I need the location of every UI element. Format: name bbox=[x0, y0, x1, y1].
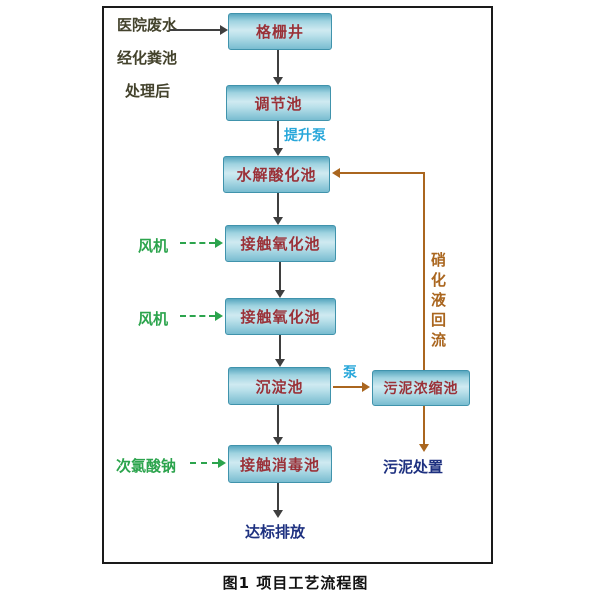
nitrification-reflux-label: 硝化液回流 bbox=[429, 252, 447, 352]
arrow-oxidation1-to-oxidation2 bbox=[275, 262, 285, 298]
arrow-regulating-to-hydrolysis bbox=[273, 121, 283, 156]
node-contact-oxidation-tank-1: 接触氧化池 bbox=[225, 225, 336, 262]
sodium-hypochlorite-dashed-arrow bbox=[190, 458, 226, 468]
node-hydrolysis-acidification-tank-label: 水解酸化池 bbox=[236, 166, 317, 184]
node-grid-well: 格栅井 bbox=[228, 13, 332, 50]
arrow-sedimentation-to-disinfection bbox=[273, 405, 283, 445]
arrow-hydrolysis-to-oxidation1 bbox=[273, 193, 283, 225]
arrow-sedimentation-to-thickening bbox=[333, 382, 370, 392]
node-sludge-thickening-tank: 污泥浓缩池 bbox=[372, 370, 470, 406]
source-text-line1: 医院废水 bbox=[117, 16, 178, 34]
source-text-line3: 处理后 bbox=[125, 82, 171, 100]
standard-discharge-label: 达标排放 bbox=[245, 523, 306, 541]
node-sludge-thickening-tank-label: 污泥浓缩池 bbox=[383, 381, 459, 397]
arrow-disinfection-to-discharge bbox=[273, 483, 283, 518]
node-hydrolysis-acidification-tank: 水解酸化池 bbox=[223, 156, 330, 193]
node-sedimentation-tank-label: 沉淀池 bbox=[255, 377, 304, 396]
reflux-line-vertical bbox=[423, 172, 425, 370]
node-contact-disinfection-tank-label: 接触消毒池 bbox=[239, 455, 320, 474]
arrow-source-to-grid-well bbox=[170, 25, 228, 35]
reflux-line-horizontal-arrow bbox=[332, 168, 425, 178]
arrow-grid-well-to-regulating bbox=[273, 50, 283, 85]
lift-pump-label: 提升泵 bbox=[284, 128, 326, 144]
figure-caption: 图1 项目工艺流程图 bbox=[222, 574, 369, 592]
node-contact-oxidation-tank-2-label: 接触氧化池 bbox=[240, 308, 321, 326]
node-regulating-tank-label: 调节池 bbox=[254, 94, 303, 113]
node-contact-disinfection-tank: 接触消毒池 bbox=[228, 445, 332, 483]
node-regulating-tank: 调节池 bbox=[226, 85, 331, 121]
arrow-oxidation2-to-sedimentation bbox=[275, 335, 285, 367]
node-contact-oxidation-tank-1-label: 接触氧化池 bbox=[240, 235, 321, 253]
sludge-disposal-label: 污泥处置 bbox=[383, 458, 444, 476]
node-grid-well-label: 格栅井 bbox=[255, 23, 304, 41]
fan-2-dashed-arrow bbox=[180, 311, 223, 321]
pump-label: 泵 bbox=[343, 365, 357, 381]
source-text-line2: 经化粪池 bbox=[117, 49, 178, 67]
fan-1-dashed-arrow bbox=[180, 238, 223, 248]
sodium-hypochlorite-label: 次氯酸钠 bbox=[116, 457, 177, 475]
arrow-thickening-to-disposal bbox=[419, 406, 429, 452]
fan-2-label: 风机 bbox=[138, 310, 169, 328]
fan-1-label: 风机 bbox=[138, 237, 169, 255]
node-sedimentation-tank: 沉淀池 bbox=[228, 367, 331, 405]
node-contact-oxidation-tank-2: 接触氧化池 bbox=[225, 298, 336, 335]
